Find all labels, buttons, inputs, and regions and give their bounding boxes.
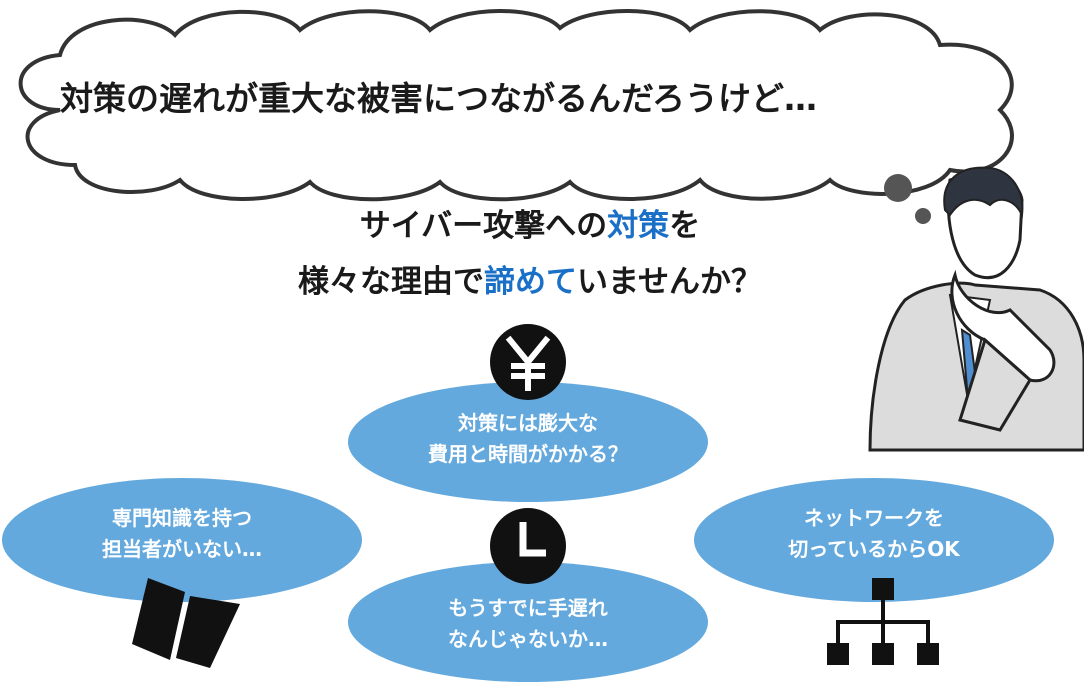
bubble-late: [348, 562, 708, 682]
thought-cloud: [18, 9, 1014, 202]
thought-dot-small: [915, 208, 931, 224]
reason-cost: 対策には膨大な 費用と時間がかかる？: [368, 408, 688, 470]
reason-staff-line2: 担当者がいない…: [102, 537, 262, 561]
bubble-cost: [348, 382, 708, 502]
clock-icon: [490, 508, 566, 584]
reason-network-line1: ネットワークを: [804, 506, 944, 530]
reason-late: もうすでに手遅れ なんじゃないか…: [368, 593, 688, 655]
bubble-network: [694, 478, 1054, 602]
reason-staff: 専門知識を持つ 担当者がいない…: [22, 503, 342, 565]
reason-network-line2: 切っているからOK: [788, 537, 960, 561]
network-icon: [827, 578, 939, 665]
thought-bubble-text: 対策の遅れが重大な被害につながるんだろうけど…: [60, 79, 818, 118]
reason-network: ネットワークを 切っているからOK: [714, 503, 1034, 565]
headline-line2-accent: 諦めて: [483, 264, 577, 300]
reason-cost-line2: 費用と時間がかかる？: [428, 442, 628, 466]
reason-cost-line1: 対策には膨大な: [458, 411, 598, 435]
headline-line2-suffix: いませんか？: [576, 264, 763, 300]
thinking-man-illustration: [868, 166, 1084, 452]
headline-line2-text: 様々な理由で: [297, 264, 484, 300]
bubble-staff: [2, 478, 362, 602]
thought-dot-large: [884, 174, 912, 202]
headline-line2: 様々な理由で諦めていませんか？: [170, 256, 890, 301]
reason-late-line2: なんじゃないか…: [448, 627, 608, 651]
book-icon: [132, 578, 240, 668]
headline-line1: サイバー攻撃への対策を: [170, 200, 890, 245]
headline-line1-accent: 対策: [607, 208, 670, 244]
headline-line1-text: サイバー攻撃への: [359, 208, 608, 244]
reason-late-line1: もうすでに手遅れ: [448, 596, 608, 620]
headline-line1-suffix: を: [669, 208, 701, 244]
yen-icon: [490, 324, 566, 400]
reason-staff-line1: 専門知識を持つ: [112, 506, 252, 530]
